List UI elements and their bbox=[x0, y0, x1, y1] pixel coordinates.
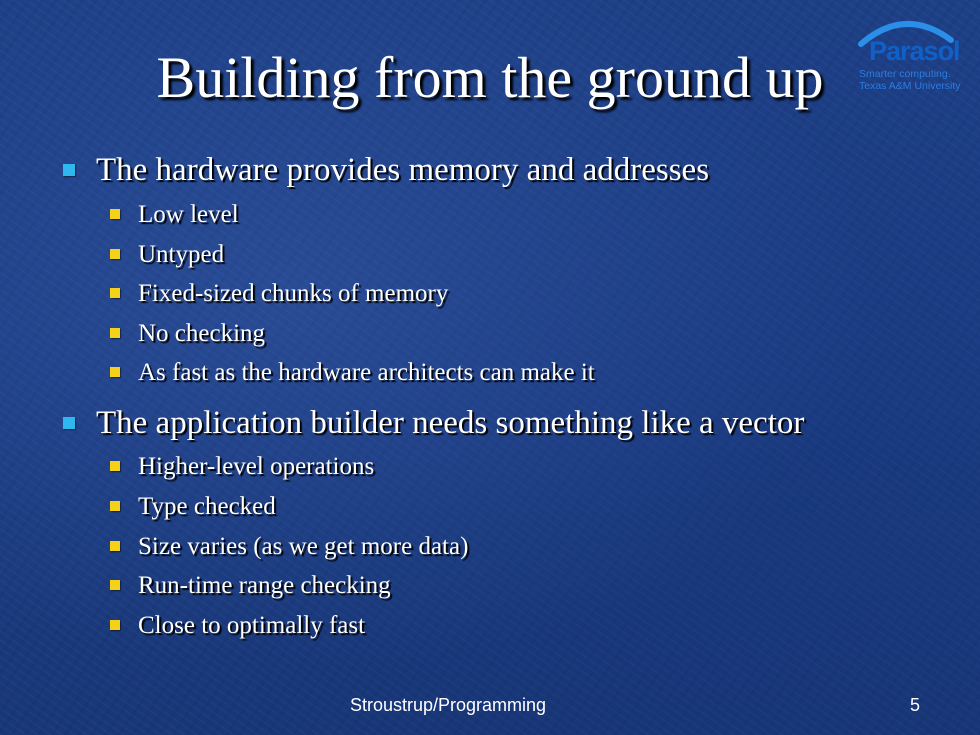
sub-bullet-item: As fast as the hardware architects can m… bbox=[110, 358, 595, 388]
square-bullet-icon bbox=[63, 164, 75, 176]
square-bullet-icon bbox=[110, 461, 120, 471]
sub-bullet-text: Close to optimally fast bbox=[138, 612, 366, 639]
slide-title: Building from the ground up bbox=[156, 45, 824, 110]
sub-bullet-item: Fixed-sized chunks of memory bbox=[110, 279, 449, 309]
square-bullet-icon bbox=[110, 367, 120, 377]
square-bullet-icon bbox=[110, 580, 120, 590]
square-bullet-icon bbox=[110, 501, 120, 511]
sub-bullet-item: Untyped bbox=[110, 240, 225, 270]
sub-bullet-item: Close to optimally fast bbox=[110, 611, 366, 641]
bullet-text: The application builder needs something … bbox=[96, 405, 805, 441]
sub-bullet-text: Size varies (as we get more data) bbox=[138, 533, 469, 560]
bullet-item: The application builder needs something … bbox=[63, 403, 805, 443]
footer-credit: Stroustrup/Programming bbox=[349, 695, 547, 715]
square-bullet-icon bbox=[110, 209, 120, 219]
sub-bullet-text: Type checked bbox=[138, 493, 276, 520]
bullet-text: The hardware provides memory and address… bbox=[96, 152, 710, 188]
sub-bullet-item: No checking bbox=[110, 319, 266, 349]
sub-bullet-item: Low level bbox=[110, 200, 239, 230]
square-bullet-icon bbox=[110, 288, 120, 298]
logo-institution: Texas A&M University bbox=[859, 80, 961, 92]
sub-bullet-text: Run-time range checking bbox=[138, 572, 391, 599]
sub-bullet-text: Fixed-sized chunks of memory bbox=[138, 280, 449, 307]
logo-arc-icon bbox=[858, 20, 954, 47]
sub-bullet-item: Higher-level operations bbox=[110, 452, 375, 482]
page-number: 5 bbox=[909, 695, 920, 715]
square-bullet-icon bbox=[110, 328, 120, 338]
bullet-item: The hardware provides memory and address… bbox=[63, 150, 710, 190]
square-bullet-icon bbox=[63, 417, 75, 429]
logo-name: Parasol bbox=[869, 36, 961, 66]
logo-tagline: Smarter computing. bbox=[859, 68, 951, 80]
sub-bullet-text: No checking bbox=[138, 320, 266, 347]
sub-bullet-text: Low level bbox=[138, 201, 239, 228]
parasol-logo: Parasol Smarter computing. Texas A&M Uni… bbox=[855, 14, 967, 94]
sub-bullet-text: Higher-level operations bbox=[138, 453, 375, 480]
sub-bullet-text: Untyped bbox=[138, 241, 225, 268]
square-bullet-icon bbox=[110, 541, 120, 551]
sub-bullet-item: Type checked bbox=[110, 492, 276, 522]
sub-bullet-text: As fast as the hardware architects can m… bbox=[138, 359, 595, 386]
sub-bullet-item: Size varies (as we get more data) bbox=[110, 532, 469, 562]
square-bullet-icon bbox=[110, 249, 120, 259]
sub-bullet-item: Run-time range checking bbox=[110, 571, 391, 601]
square-bullet-icon bbox=[110, 620, 120, 630]
